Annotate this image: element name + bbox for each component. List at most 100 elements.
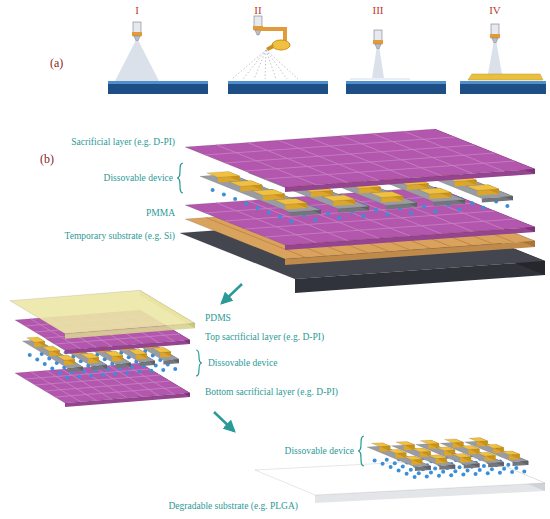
particle-dot (433, 209, 437, 213)
spray-line (266, 50, 298, 79)
particle-dot (43, 362, 47, 366)
particle-dot (422, 205, 426, 209)
particle-dot (381, 462, 385, 466)
nozzle (133, 22, 141, 36)
device-strip (391, 445, 455, 466)
particle-dot (89, 374, 93, 378)
substrate-top (228, 81, 328, 84)
substrate-top (346, 81, 446, 84)
sacrificial-layer (185, 129, 535, 187)
substrate (346, 84, 446, 94)
device-on-degradable-substrate (255, 438, 545, 503)
particle-dot (385, 458, 389, 462)
particle-dot (101, 373, 105, 377)
electrode-block (129, 349, 147, 354)
nozzle (491, 24, 499, 38)
particle-dot (58, 371, 62, 375)
particle-dot (466, 469, 470, 473)
printed-line (350, 78, 410, 80)
gun-arm (283, 27, 287, 41)
electrode-block (229, 180, 262, 186)
particle-dot (486, 471, 490, 475)
particle-dot (173, 367, 177, 371)
spray-cone (488, 43, 502, 74)
layer-label: Temporary substrate (e.g. Si) (65, 231, 175, 241)
particle-dot (326, 212, 330, 216)
electrode-block (445, 439, 464, 443)
nozzle-tip (134, 36, 140, 41)
electrode-block (274, 198, 307, 204)
particle-dot (337, 216, 341, 220)
layer-label: Bottom sacrificial layer (e.g. D-PI) (205, 387, 338, 397)
electrode-block (466, 185, 499, 191)
particle-dot (393, 461, 397, 465)
spray-gun (272, 40, 290, 50)
particle-dot (433, 467, 437, 471)
particle-dot (244, 202, 248, 206)
electrode-block (452, 454, 471, 458)
electrode-block (81, 353, 99, 358)
particle-dot (490, 467, 494, 471)
particle-dot (429, 471, 433, 475)
particle-dot (77, 375, 81, 379)
particle-dot (50, 367, 54, 371)
curly-brace (196, 350, 202, 376)
particle-dot (373, 458, 377, 462)
electrode-block (501, 451, 520, 455)
spray-cone (115, 41, 159, 81)
particle-dot (35, 358, 39, 362)
nozzle-band (373, 40, 383, 44)
particle-dot (522, 469, 526, 473)
particle-dot (233, 197, 237, 201)
electrode-block (420, 440, 439, 444)
lattice-line (55, 387, 180, 397)
particle-dot (505, 204, 509, 208)
sacrificial-layer (15, 363, 190, 403)
substrate (228, 84, 328, 94)
electrode-block (153, 347, 171, 352)
substrate (108, 84, 208, 94)
particle-dot (461, 473, 465, 477)
electrode-block (436, 447, 455, 451)
electrode-block (322, 195, 355, 201)
particle-dot (161, 368, 165, 372)
particle-dot (417, 471, 421, 475)
particle-dot (506, 463, 510, 467)
printed-strip (468, 74, 543, 80)
electrode-block (461, 446, 480, 450)
step-number: II (254, 4, 261, 16)
particle-dot (510, 470, 514, 474)
substrate-top (108, 81, 208, 84)
electrode-block (477, 452, 496, 456)
particle-dot (389, 465, 393, 469)
particle-dot (137, 370, 141, 374)
electrode-block (105, 351, 123, 356)
substrate (460, 84, 546, 94)
particle-dot (125, 371, 129, 375)
lattice-line (265, 161, 515, 179)
nozzle-tip (375, 44, 381, 49)
spray-line (265, 50, 266, 79)
particle-dot (458, 465, 462, 469)
electrode-block (412, 448, 431, 452)
layer-label: Top sacrificial layer (e.g. D-PI) (205, 332, 324, 342)
particle-dot (409, 468, 413, 472)
particle-dot (441, 470, 445, 474)
particle-dot (437, 474, 441, 478)
lattice-line (225, 145, 475, 163)
step-number: III (373, 4, 384, 16)
layer-label: Sacrificial layer (e.g. D-PI) (71, 137, 175, 147)
gun-arm (258, 27, 286, 31)
curly-brace (177, 163, 183, 193)
process-arrow (222, 284, 242, 303)
particle-dot (514, 466, 518, 470)
electrode-block (428, 455, 447, 459)
lattice-line (245, 153, 495, 171)
device-strip (440, 442, 504, 463)
layer-label: PMMA (146, 208, 175, 218)
layer-label: Dissovable device (285, 446, 354, 456)
particle-dot (449, 473, 453, 477)
curly-brace (358, 436, 364, 466)
particle-dot (256, 206, 260, 210)
